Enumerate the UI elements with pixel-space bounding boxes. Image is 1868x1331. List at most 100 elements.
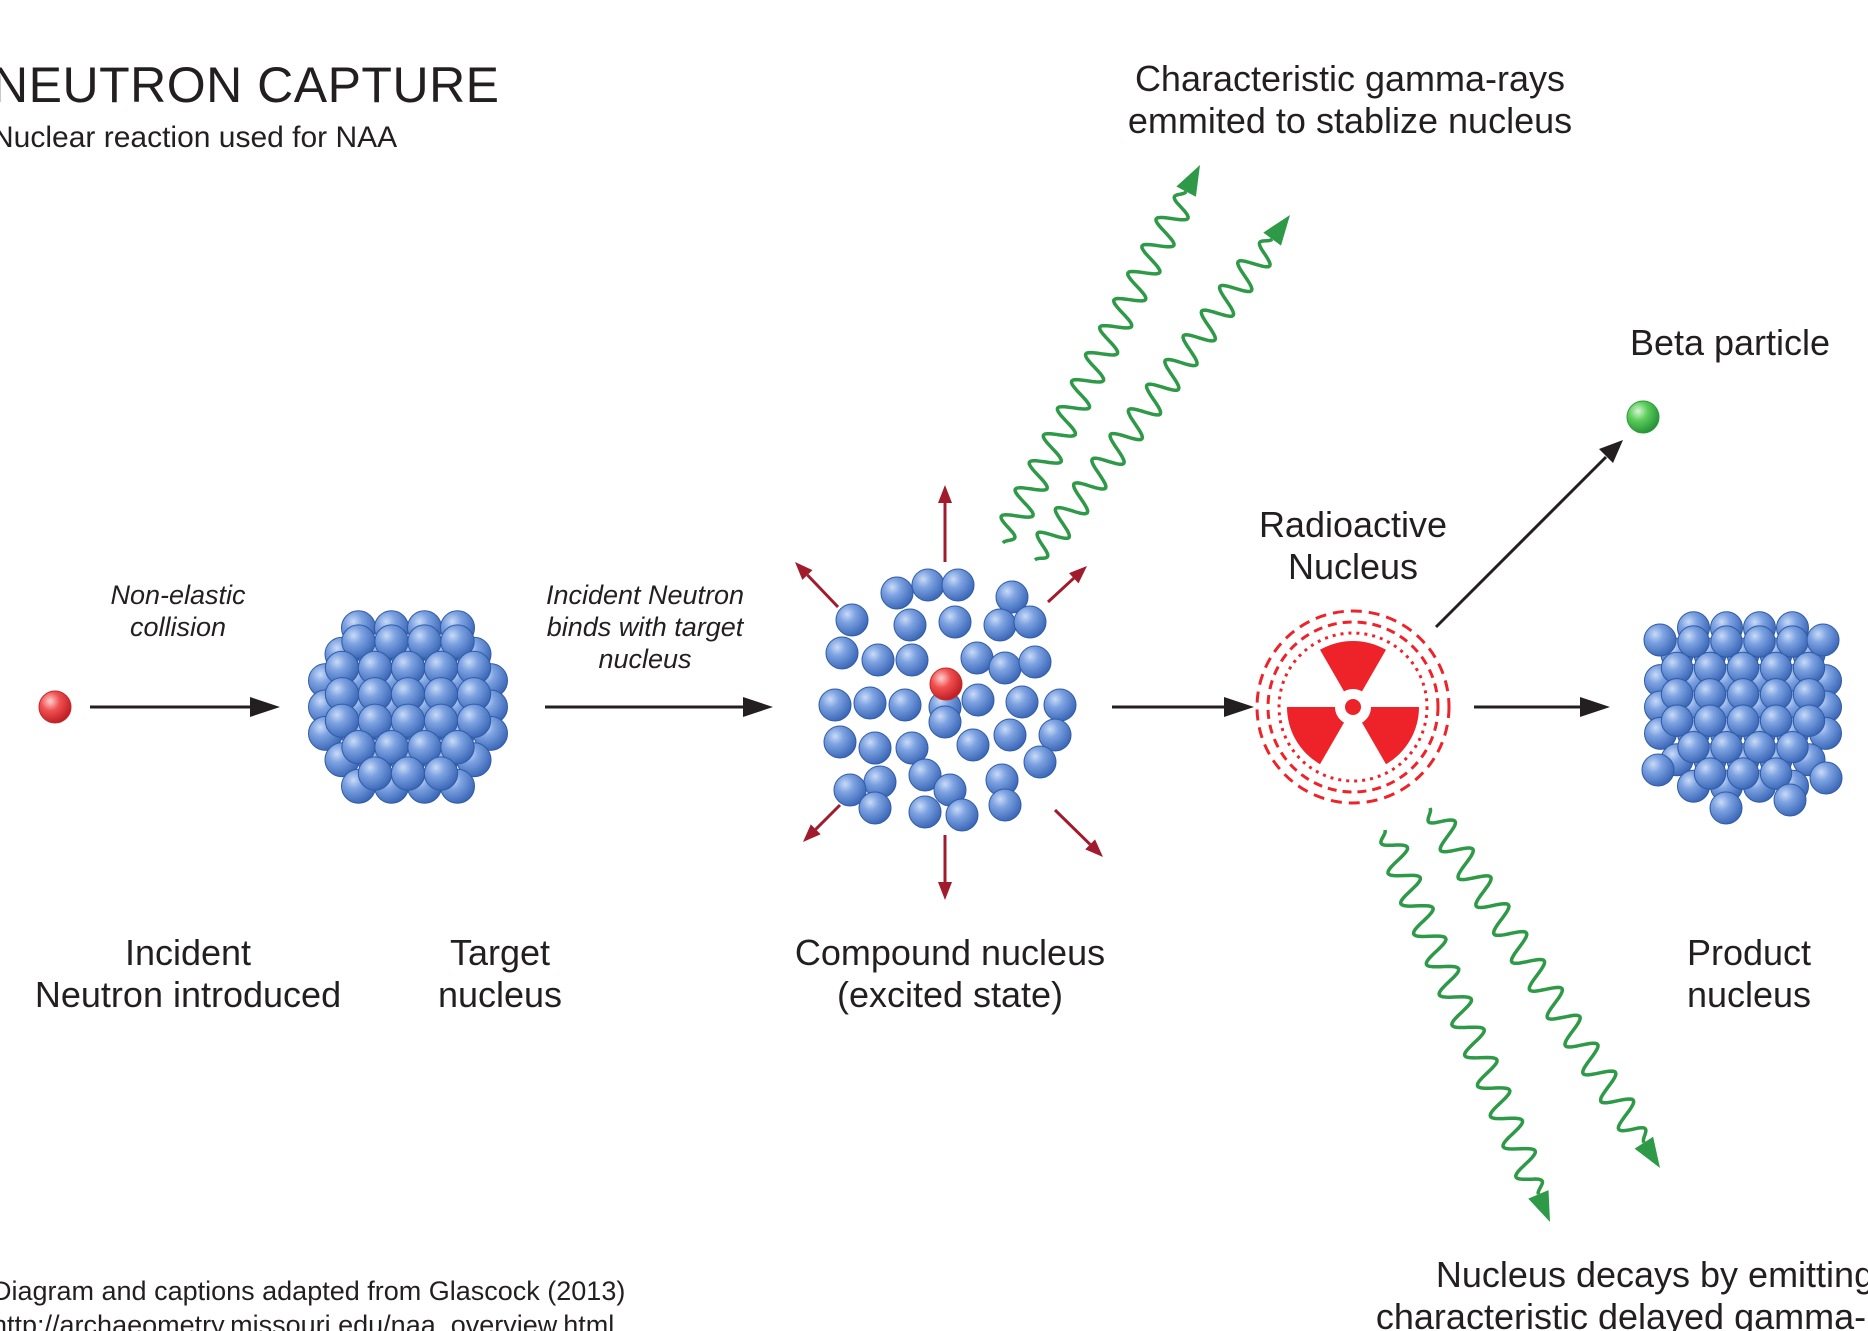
nucleon [956, 728, 990, 762]
target-nucleus-label: Target nucleus [437, 932, 563, 1016]
nucleon [456, 703, 492, 738]
gamma-ray-wave [1426, 807, 1648, 1144]
compound-nucleus-label: Compound nucleus (excited state) [794, 932, 1106, 1016]
nucleon [908, 758, 942, 792]
delayed-gamma-label: Nucleus decays by emitting characteristi… [1375, 1254, 1868, 1331]
arrow-head [1224, 697, 1254, 717]
gamma-ray-wave [1033, 237, 1274, 562]
nucleon [1641, 753, 1675, 787]
nucleon [911, 568, 945, 602]
nucleon [1726, 704, 1760, 737]
nucleon [1773, 783, 1807, 817]
product-nucleus-cluster [1641, 611, 1843, 825]
nucleon [1693, 704, 1727, 737]
nucleon [818, 688, 852, 722]
nucleon [880, 576, 914, 610]
burst-arrow-head [938, 882, 952, 900]
product-nucleus-label: Product nucleus [1686, 932, 1812, 1016]
burst-arrow-line [814, 803, 842, 831]
nucleon [1776, 730, 1809, 764]
nucleon [1806, 623, 1840, 657]
nucleon [1013, 605, 1047, 639]
gamma-ray-wave [999, 190, 1190, 545]
trefoil-blade [1287, 707, 1344, 765]
gamma-ray-head [1528, 1190, 1550, 1222]
nucleon [888, 688, 922, 722]
nucleon [988, 788, 1022, 822]
nucleon [440, 624, 475, 659]
nucleon [1709, 791, 1743, 825]
nucleon [1043, 688, 1077, 722]
burst-arrow-head [803, 824, 821, 842]
nucleon [1776, 625, 1809, 658]
captured-neutron [929, 667, 963, 701]
arrow-head [250, 697, 280, 717]
nucleon [357, 756, 393, 791]
nucleon [945, 798, 979, 832]
nucleon [835, 603, 869, 637]
nucleon [858, 791, 892, 825]
radiation-trefoil-icon [1287, 640, 1419, 765]
nucleon [1023, 745, 1057, 779]
gamma-rays-label: Characteristic gamma-rays emmited to sta… [1127, 58, 1573, 142]
binds-with-target-note: Incident Neutron binds with target nucle… [545, 580, 745, 674]
radioactive-nucleus-label: Radioactive Nucleus [1258, 504, 1448, 588]
trefoil-blade [1362, 707, 1419, 765]
nucleon [825, 636, 859, 670]
beta-particle [1626, 400, 1660, 434]
nucleon [1710, 625, 1743, 658]
nucleon [1677, 625, 1710, 658]
nucleon [983, 608, 1017, 642]
nucleon [1759, 704, 1793, 737]
nucleon [961, 683, 995, 717]
source-url: http://archaeometry.missouri.edu/naa_ove… [0, 1310, 615, 1331]
gamma-ray-wave [1379, 829, 1545, 1195]
burst-arrow-head [1069, 566, 1087, 584]
nucleon [823, 725, 857, 759]
nucleon [1809, 761, 1843, 795]
arrow-head [1580, 697, 1610, 717]
nucleon [938, 605, 972, 639]
arrow-head [743, 697, 773, 717]
nucleon [928, 705, 962, 739]
nucleon [833, 773, 867, 807]
incident-neutron-label: Incident Neutron introduced [34, 932, 342, 1016]
burst-arrow-head [795, 562, 813, 580]
nucleon [908, 795, 942, 829]
nucleon [1038, 718, 1072, 752]
nucleon [853, 686, 887, 720]
nucleon [988, 651, 1022, 685]
nucleon [861, 643, 895, 677]
gamma-ray-head [1263, 215, 1290, 246]
nucleon [1643, 623, 1677, 657]
nucleon [1005, 685, 1039, 719]
trefoil-blade [1320, 640, 1386, 692]
nucleon [1018, 645, 1052, 679]
diagram-subtitle: Nuclear reaction used for NAA [0, 121, 398, 154]
nucleon [1693, 757, 1727, 790]
nucleon [423, 756, 459, 791]
excited-state-arrows [795, 485, 1103, 900]
radioactive-nucleus [1255, 609, 1451, 805]
nucleon [895, 731, 929, 765]
target-nucleus-cluster [308, 610, 508, 804]
beta-particle-label: Beta particle [1629, 322, 1831, 363]
diagram-title: NEUTRON CAPTURE [0, 57, 500, 113]
nucleon [993, 718, 1027, 752]
burst-arrow-head [938, 485, 952, 503]
nucleon [1792, 704, 1826, 737]
main-arrows [90, 440, 1623, 717]
nucleon [960, 641, 994, 675]
arrow-head [1599, 440, 1623, 463]
nucleon [995, 580, 1029, 614]
nucleon [1710, 730, 1743, 764]
burst-arrow-head [1085, 839, 1103, 857]
nucleon [1660, 704, 1694, 737]
nucleon [858, 731, 892, 765]
nucleon [1677, 730, 1710, 764]
nucleon [941, 568, 975, 602]
nucleon [1743, 625, 1776, 658]
nucleon [893, 608, 927, 642]
